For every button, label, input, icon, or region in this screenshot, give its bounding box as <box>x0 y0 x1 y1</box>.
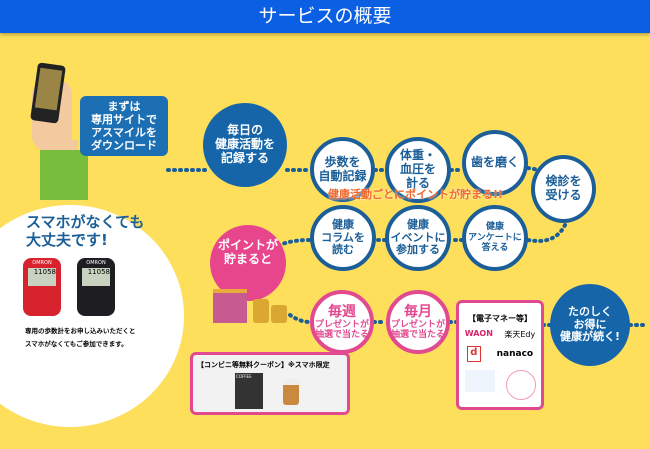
step-join-event: 健康 イベントに 参加する <box>385 205 451 271</box>
weekly-present: 毎週プレゼントが 抽選で当たる <box>310 290 374 354</box>
edy-logo: 楽天Edy <box>504 330 536 339</box>
emoney-box: 【電子マネー等】 WAON 楽天Edy d nanaco <box>456 300 544 410</box>
step-weight-blood-pressure: 体重・ 血圧を 計る <box>385 137 451 203</box>
hand-with-phone-illustration <box>22 60 92 200</box>
download-step-box: まずは 専用サイトで アスマイルを ダウンロード <box>80 96 168 156</box>
donation-logo <box>464 370 495 392</box>
page-title: サービスの概要 <box>0 0 650 33</box>
pedometer-screen: 11058 <box>28 268 56 286</box>
monthly-present: 毎月プレゼントが 抽選で当たる <box>386 290 450 354</box>
points-note: 健康活動ごとにポイントが貯まる!! <box>328 188 504 201</box>
d-point-logo: d <box>466 346 481 362</box>
waon-logo: WAON <box>464 329 493 338</box>
step-answer-survey: 健康 アンケートに 答える <box>462 205 528 271</box>
pedometer-black: OMRON 11058 <box>77 258 115 316</box>
coupon-title: 【コンビニ等無料クーポン】※スマホ限定 <box>197 361 330 369</box>
emoney-title: 【電子マネー等】 <box>468 314 532 323</box>
continue-health-circle: たのしく お得に 健康が続く! <box>550 284 630 366</box>
step-brush-teeth: 歯を磨く <box>462 130 528 196</box>
step-read-column: 健康 コラムを 読む <box>310 205 376 271</box>
coffee-machine-icon: COFFEE <box>235 373 263 409</box>
nanaco-logo: nanaco <box>496 349 534 359</box>
weekly-title: 毎週 <box>328 303 356 320</box>
pedometer-brand: OMRON <box>32 260 52 266</box>
pedometer-red: OMRON 11058 <box>23 258 61 316</box>
heart-logo <box>505 370 536 400</box>
step-checkup: 検診を 受ける <box>531 155 596 223</box>
coupon-box: 【コンビニ等無料クーポン】※スマホ限定 COFFEE <box>190 352 350 415</box>
monthly-text: プレゼントが 抽選で当たる <box>390 319 445 341</box>
gift-and-coins-icon <box>213 285 291 325</box>
no-phone-title: スマホがなくても 大丈夫です! <box>26 213 145 249</box>
weekly-text: プレゼントが 抽選で当たる <box>314 319 369 341</box>
monthly-title: 毎月 <box>404 303 432 320</box>
record-step: 毎日の 健康活動を 記録する <box>203 103 287 187</box>
step-auto-record: 歩数を 自動記録 <box>310 137 375 202</box>
coffee-cup-icon <box>283 379 299 405</box>
pedometer-brand: OMRON <box>86 260 106 266</box>
points-accumulate-circle: ポイントが 貯まると <box>210 225 286 301</box>
pedometer-screen: 11058 <box>82 268 110 286</box>
no-phone-note: 専用の歩数計をお申し込みいただくと スマホがなくてもご参加できます。 <box>25 327 136 348</box>
